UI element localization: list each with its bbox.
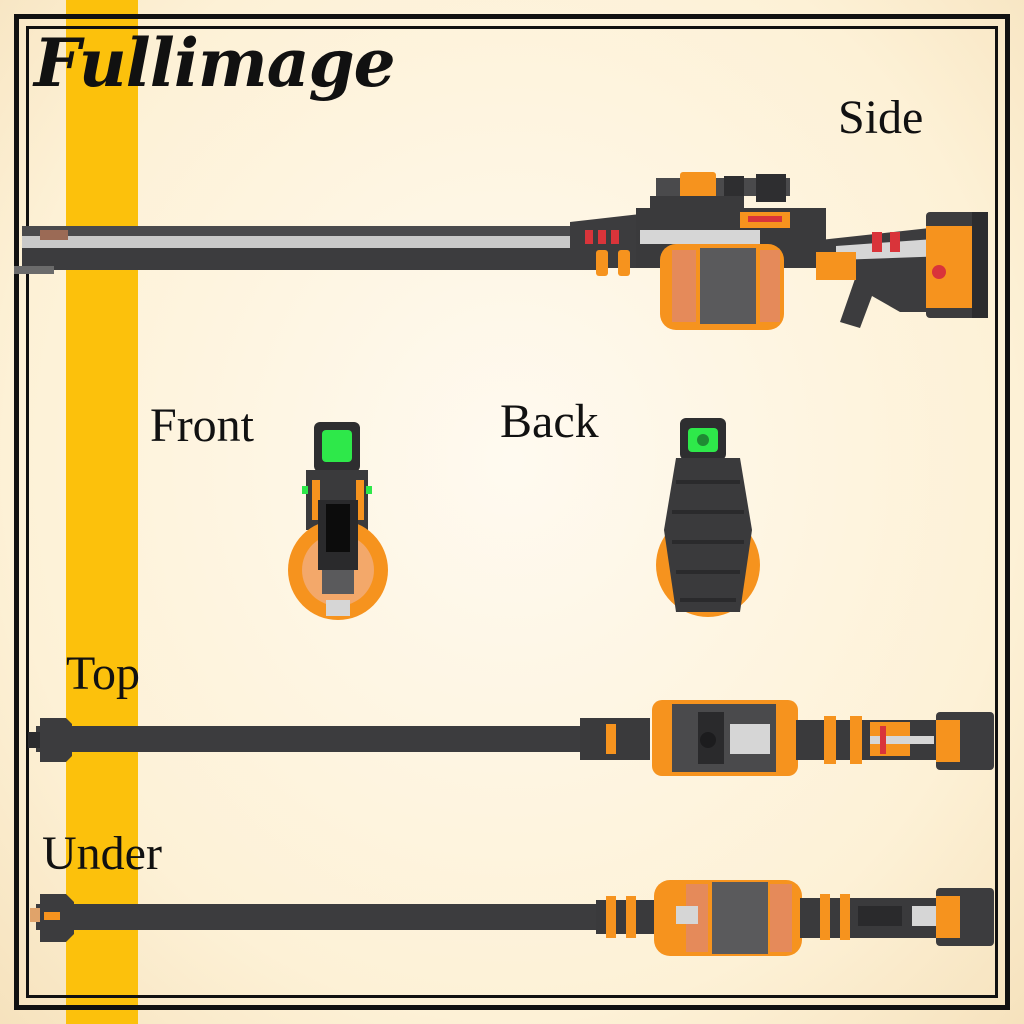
yellow-stripe: [66, 0, 138, 1024]
rifle-side-view: [14, 172, 988, 330]
inner-frame: [26, 26, 998, 998]
page-title: Fullimage: [34, 24, 396, 102]
outer-frame: [14, 14, 1010, 1010]
label-back: Back: [500, 395, 599, 448]
rifle-front-view: [288, 422, 388, 620]
rifle-back-view: [656, 418, 760, 617]
label-under: Under: [42, 827, 162, 880]
rifle-under-view: [30, 880, 994, 956]
label-front: Front: [150, 399, 255, 452]
rifle-top-view: [28, 700, 994, 776]
label-top: Top: [66, 647, 140, 700]
label-side: Side: [838, 91, 924, 144]
